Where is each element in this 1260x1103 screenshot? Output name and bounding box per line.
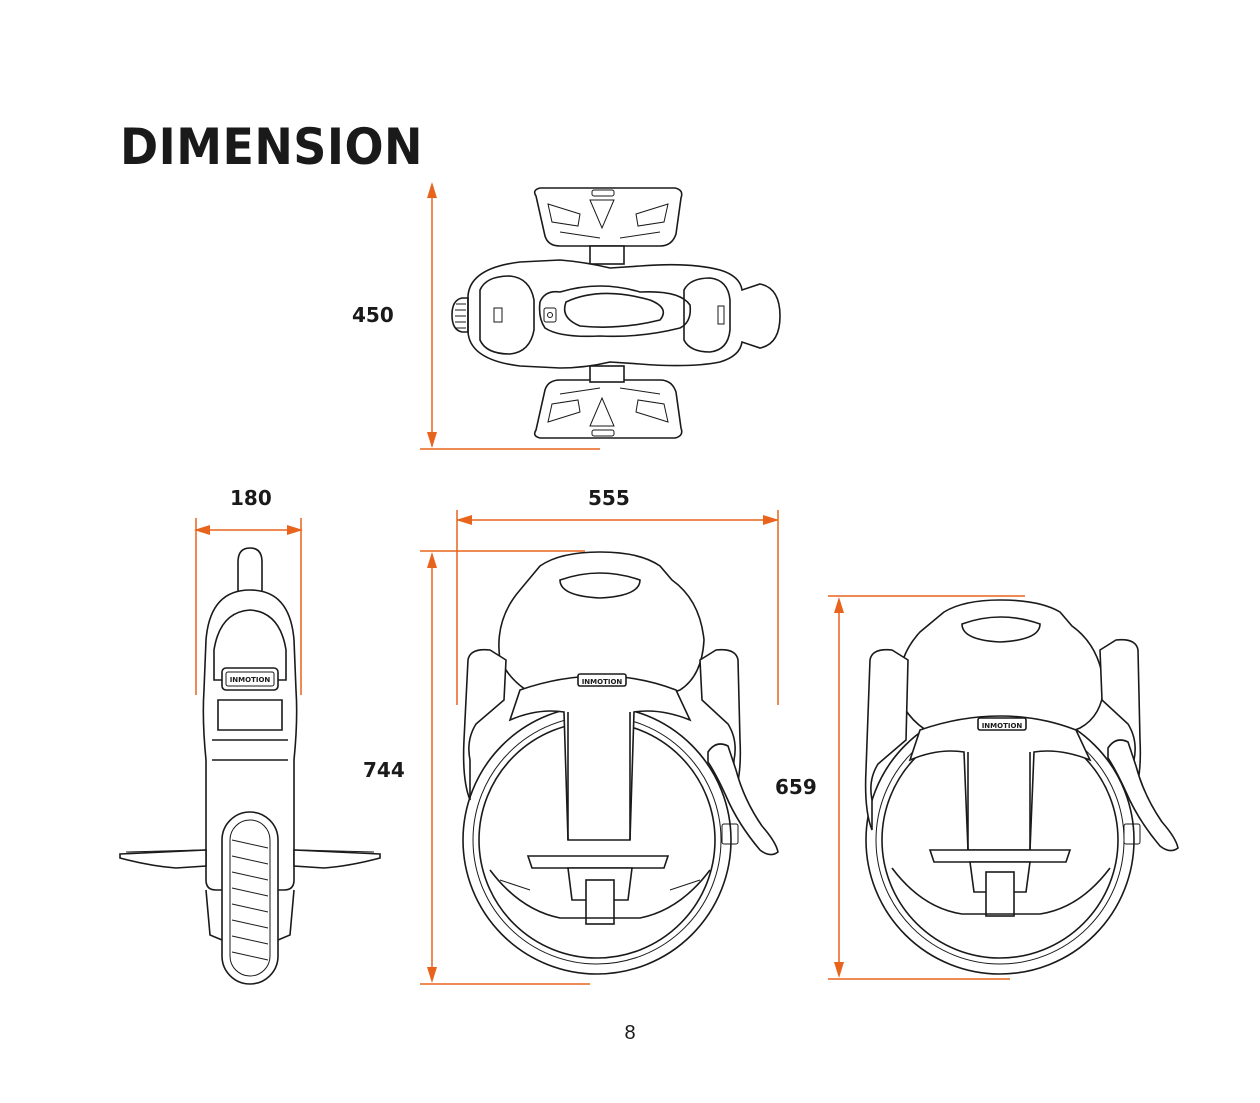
page-number: 8 [624, 1022, 636, 1044]
logo-side-alt: INMOTION [982, 722, 1023, 730]
dim-label-450: 450 [352, 303, 394, 327]
dim-label-659: 659 [775, 775, 817, 799]
side-view-alt-drawing [864, 599, 1179, 975]
dim-label-180: 180 [230, 486, 272, 510]
dim-label-744: 744 [363, 758, 405, 782]
logo-front: INMOTION [230, 676, 271, 684]
page-title: DIMENSION [120, 118, 423, 176]
logo-side: INMOTION [582, 678, 623, 686]
side-view-drawing [462, 551, 779, 975]
front-view-drawing [119, 547, 381, 985]
top-view-drawing [451, 187, 781, 439]
dimension-lines [194, 182, 1025, 985]
dim-label-555: 555 [588, 486, 630, 510]
